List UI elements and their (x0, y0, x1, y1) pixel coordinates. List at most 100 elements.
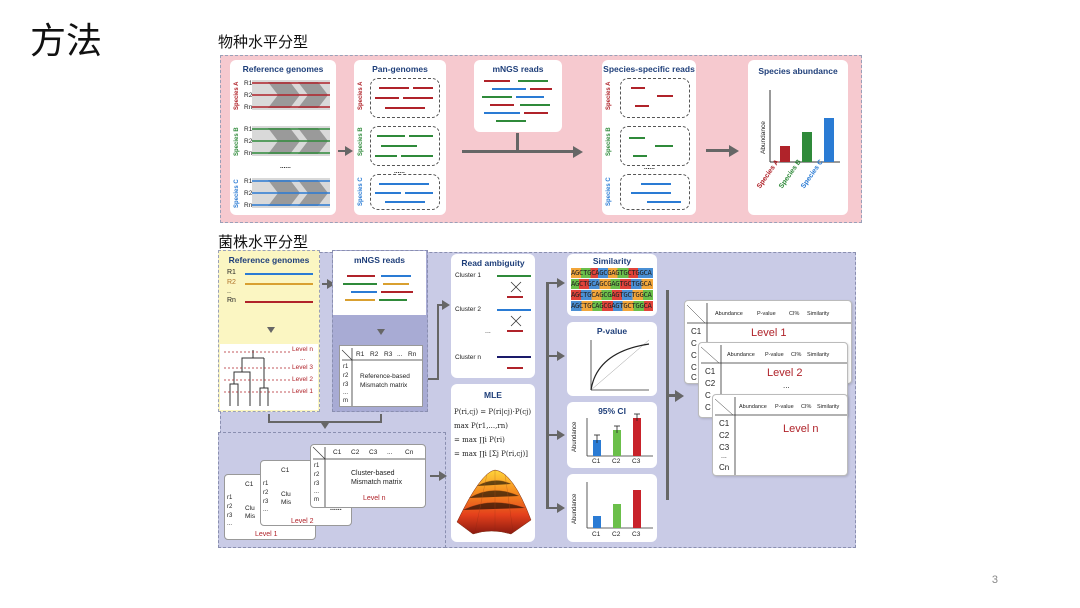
section-b-label: 菌株水平分型 (218, 233, 309, 251)
matrix-row: r2 (263, 490, 269, 496)
sequence-row: AGCTGCAGCGAGTGCTGGCA (571, 279, 653, 289)
pan-genomes-title: Pan-genomes (372, 64, 428, 74)
level-label: Level 1 (751, 327, 787, 339)
table-header: Similarity (817, 404, 840, 410)
arrow-line (428, 378, 438, 380)
ref-read-label: R1 (244, 178, 253, 185)
species-label: Species C (234, 179, 240, 208)
species-label: Species C (606, 177, 612, 206)
arrow-line (546, 434, 558, 436)
species-specific-card: Species-specific reads ...... Species A … (602, 60, 696, 215)
arrow-line (546, 282, 549, 508)
matrix-row: r3 (227, 513, 233, 519)
mle-card: MLE P(ri,cj) = P(ri|cj)·P(cj) max P(r1,.… (451, 384, 535, 542)
species-label: Species B (606, 127, 612, 156)
bar-c2 (613, 430, 621, 456)
table-header: Abundance (739, 404, 767, 410)
sequence-row: AGCTGCAGCGAGTGCTGGCA (571, 268, 653, 278)
arrow-line (437, 304, 443, 306)
matrix-col: C1 (281, 467, 290, 474)
pan-genome-box-a (370, 78, 440, 118)
arrow-head (327, 279, 335, 289)
arrow-line (380, 414, 382, 422)
species-specific-title: Species-specific reads (603, 64, 695, 74)
dendrogram-area: Level n ... Level 3 Level 2 Level 1 (220, 344, 318, 410)
species-label: Species A (358, 81, 364, 110)
mle-equation: P(ri,cj) = P(ri|cj)·P(cj) (454, 408, 532, 416)
mle-equation: = max ∏i P(ri) (454, 436, 505, 444)
table-header: CI% (789, 311, 800, 317)
specific-box-c (620, 174, 690, 210)
table-header: P-value (757, 311, 776, 317)
matrix-col: R1 (356, 351, 365, 358)
bar-c3 (633, 418, 641, 456)
ref-read-label: R2 (244, 92, 253, 99)
pvalue-card: P-value (567, 322, 657, 396)
x-tick-label: C1 (592, 531, 601, 538)
matrix-col: C3 (369, 449, 378, 456)
arrow-head (557, 430, 565, 440)
y-axis-label: Abundance (572, 493, 578, 524)
bar-c1 (593, 516, 601, 528)
ref-genomes-graphic-a (252, 80, 330, 208)
mle-equation: max P(r1,...,rn) (454, 422, 508, 430)
matrix-row: r2 (227, 504, 233, 510)
matrix-row: r1 (314, 463, 320, 469)
matrix-row: r1 (263, 481, 269, 487)
mngs-reads-card-b: mNGS reads R1 R2 R3 ... Rn r1 r2 r3 ... … (332, 250, 428, 412)
slide-title: 方法 (30, 21, 103, 62)
matrix-label: Reference-based Mismatch matrix (360, 373, 410, 389)
level-label: Level 1 (292, 388, 313, 395)
level-label: Level n (363, 495, 386, 502)
level-label: Level 2 (767, 367, 803, 379)
species-abundance-chart (769, 90, 840, 163)
table-row: C2 (705, 379, 716, 388)
roc-curve-plot (590, 339, 650, 391)
arrow-line (437, 304, 439, 380)
matrix-col: ... (397, 351, 403, 358)
x-tick-label: C1 (592, 458, 601, 465)
table-row: C (691, 339, 697, 348)
page-number: 3 (991, 574, 998, 586)
matrix-label-partial: Clu Mis (281, 491, 292, 506)
species-label: Species A (234, 81, 240, 110)
ref-read-label: R1 (227, 269, 236, 276)
bar-species-b (802, 132, 812, 162)
matrix-col: C1 (333, 449, 342, 456)
ellipsis: ...... (330, 505, 342, 512)
mngs-reads-area: mNGS reads (333, 251, 426, 315)
matrix-row: r1 (343, 364, 349, 370)
sequence-alignment: AGCTGCAGCGAGTGCTGGCA AGCTGCAGCGAGTGCTGGC… (571, 268, 653, 312)
ref-read-label: R2 (227, 279, 236, 286)
matrix-row: r2 (343, 373, 349, 379)
table-row: ... (721, 453, 727, 460)
abundance-chart-card-b: Abundance C1 C2 C3 (567, 474, 657, 542)
x-tick-label: C3 (632, 531, 641, 538)
matrix-label-partial: Clu Mis (245, 505, 256, 520)
matrix-row: r3 (263, 499, 269, 505)
cluster-label: Cluster 1 (455, 272, 482, 279)
table-row: C (705, 391, 711, 400)
arrow-head (345, 146, 353, 156)
specific-box-a (620, 78, 690, 118)
sequence-row: AGCTGCAGCGAGTGCTGGCA (571, 290, 653, 300)
ref-read-label: R2 (244, 190, 253, 197)
ref-read-label: Rn (244, 150, 253, 157)
matrix-col: C1 (245, 481, 254, 488)
sequence-row: AGCTGCAGCGAGTGCTGGCA (571, 301, 653, 311)
abundance-bar-chart-b (586, 482, 653, 529)
table-row: C3 (719, 443, 730, 452)
ref-genomes-title-a: Reference genomes (242, 64, 324, 74)
matrix-row: r3 (314, 481, 320, 487)
arrow-head (439, 471, 447, 481)
level-label: Level 3 (292, 364, 313, 371)
level-label: Level 2 (292, 376, 313, 383)
similarity-card: Similarity AGCTGCAGCGAGTGCTGGCA AGCTGCAG… (567, 254, 657, 316)
pan-genomes-card: Pan-genomes ...... Species A Species B S… (354, 60, 446, 215)
bar-species-a (780, 146, 790, 162)
ref-genomes-card-a: Reference genomes R1 R2 Rn (230, 60, 336, 215)
arrow-head (442, 300, 450, 310)
table-row: Cn (719, 463, 730, 472)
species-label: Species C (358, 177, 364, 206)
arrow-line (666, 394, 676, 397)
